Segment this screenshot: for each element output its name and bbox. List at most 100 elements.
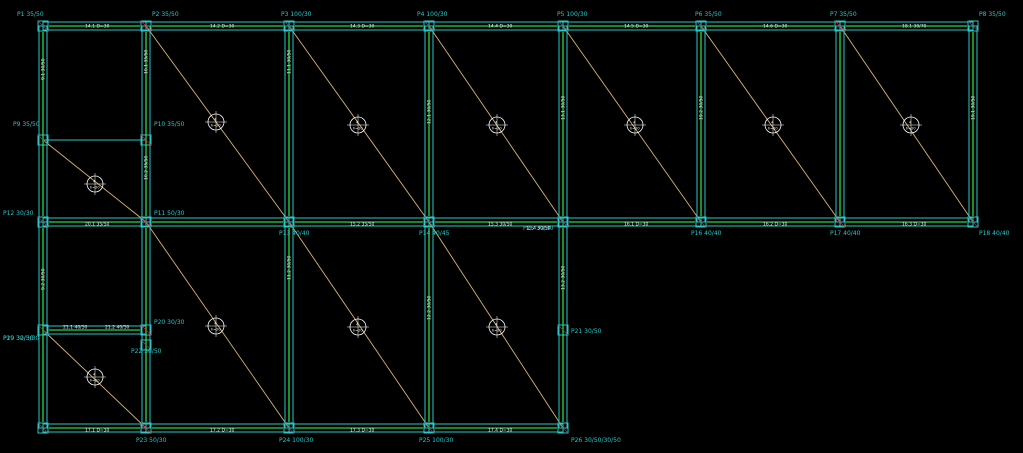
column-p12: [37, 216, 49, 228]
column-p16-hatch: [695, 216, 707, 228]
column-label-p3: P3 100/30: [281, 11, 312, 18]
beam-label-b15-3: 15.3 30/50: [488, 222, 513, 228]
slab-symbol-9: 4h=20: [347, 316, 369, 338]
column-p1: [37, 20, 49, 32]
slab-symbol-bottom: h=20: [211, 328, 221, 332]
column-p13: [283, 216, 295, 228]
column-p10-hatch: [140, 134, 152, 146]
beam-label-b17-3: 17.3 D=30: [350, 428, 375, 434]
column-label-p16: P16 40/40: [691, 230, 722, 237]
column-p4-hatch: [423, 20, 435, 32]
column-p29-hatch: [37, 422, 49, 434]
vertical-beam-label-4: 11.2 30/50: [287, 255, 293, 280]
slab-span-line-2: [288, 25, 430, 223]
vertical-beam-label-3: 11.1 30/50: [287, 49, 293, 74]
column-p19-hatch: [37, 324, 49, 336]
slab-symbol-bottom: h=20: [90, 186, 100, 190]
slab-span-line-6: [839, 25, 974, 223]
column-p23: [140, 422, 152, 434]
column-p10: [140, 134, 152, 146]
beam-label-b14-6: 14.6 D=30: [763, 24, 788, 30]
column-label-p4: P4 100/30: [417, 11, 448, 18]
column-p21: [557, 324, 569, 336]
column-p26: [557, 422, 569, 434]
column-p3-hatch: [283, 20, 295, 32]
column-label-p8: P8 35/50: [979, 11, 1006, 18]
column-p17-hatch: [834, 216, 846, 228]
column-p7: [834, 20, 846, 32]
column-p21-hatch: [557, 324, 569, 336]
slab-symbol-top: 4: [909, 121, 912, 125]
column-p15: [557, 216, 569, 228]
column-label-p23: P23 50/30: [136, 437, 167, 444]
column-p24: [283, 422, 295, 434]
column-p5-hatch: [557, 20, 569, 32]
column-p9-hatch: [37, 134, 49, 146]
slab-span-line-5: [700, 25, 841, 223]
slab-symbol-top: 4: [214, 118, 217, 122]
beam-label-b20-1: 20.1 35/50: [85, 222, 110, 228]
column-p1-hatch: [37, 20, 49, 32]
slab-symbol-6: 4 h=20: [900, 114, 922, 136]
slab-symbol-4: 4h=20: [624, 114, 646, 136]
slab-symbol-top: 4: [214, 322, 217, 326]
column-p20: [140, 324, 152, 336]
vertical-beam-label-9: 9.1 30/50: [41, 58, 47, 80]
column-label-p29: P29 32/5/30: [3, 335, 39, 342]
slab-symbol-bottom: h=20: [630, 127, 640, 131]
slab-span-line-8: [288, 221, 430, 429]
vertical-beam-label-12: 19.2 30/50: [699, 95, 705, 120]
slab-symbol-5: 4h=20: [762, 114, 784, 136]
beam-label-b18-1: 18.1 30/70: [902, 24, 927, 30]
column-p22-hatch: [140, 339, 152, 351]
slab-symbol-7: 4 h=20: [84, 173, 106, 195]
slab-symbol-11: 4h=20: [84, 366, 106, 388]
slab-symbol-3: 4h=20: [486, 114, 508, 136]
slab-symbol-top: 4: [356, 121, 359, 125]
vertical-beam-label-1: 10.1 35/50: [144, 49, 150, 74]
column-label-p17: P17 40/40: [830, 230, 861, 237]
slab-symbol-top: 4: [93, 180, 96, 184]
vertical-beam-label-5: 12.1 30/50: [427, 99, 433, 124]
column-p8-hatch: [967, 20, 979, 32]
column-label-p12: P12 30/30: [3, 210, 34, 217]
vertical-beam-label-8: 13.2 30/50: [561, 265, 567, 290]
beam-label-b17-2: 17.2 D=30: [210, 428, 235, 434]
vertical-beam-label-11: 19.1 30/50: [971, 95, 977, 120]
slab-symbol-bottom: h=20: [90, 379, 100, 383]
column-p24-hatch: [283, 422, 295, 434]
column-label-p5: P5 100/30: [557, 11, 588, 18]
column-p19: [37, 324, 49, 336]
column-p20-hatch: [140, 324, 152, 336]
beam-label-b14-5: 14.5 D=30: [624, 24, 649, 30]
column-p6-hatch: [695, 20, 707, 32]
column-p18: [967, 216, 979, 228]
column-label-p1: P1 35/50: [17, 11, 44, 18]
slab-symbol-bottom: h=20: [906, 127, 916, 131]
slab-span-line-1: [145, 25, 290, 223]
beam-label-b16-3: 16.3 D=30: [902, 222, 927, 228]
column-label-p19: P19 30/30: [3, 335, 34, 342]
column-p18-hatch: [967, 216, 979, 228]
column-p26-hatch: [557, 422, 569, 434]
beam-label-b15-2: 15.2 35/50: [350, 222, 375, 228]
column-label-p25: P25 100/30: [419, 437, 453, 444]
slab-symbol-top: 4: [495, 323, 498, 327]
beam-label-b14-2: 14.2 D=30: [210, 24, 235, 30]
slab-symbol-bottom: h=20: [768, 127, 778, 131]
beam-label-b16-2: 16.2 D=30: [763, 222, 788, 228]
beam-label-b21-2: 21.2 40/50: [105, 325, 130, 331]
slab-span-line-11: [42, 329, 147, 429]
column-p23-hatch: [140, 422, 152, 434]
slab-symbol-1: 4h=20: [205, 111, 227, 133]
column-p25-hatch: [423, 422, 435, 434]
column-p4: [423, 20, 435, 32]
column-p2-hatch: [140, 20, 152, 32]
beam-label-b17-4: 17.4 D=30: [488, 428, 513, 434]
column-p6: [695, 20, 707, 32]
slab-symbol-bottom: h=20: [353, 127, 363, 131]
slab-symbol-bottom: h=20: [492, 329, 502, 333]
slab-span-line-7: [145, 221, 290, 429]
beam-label-b14-3: 14.3 D=30: [350, 24, 375, 30]
